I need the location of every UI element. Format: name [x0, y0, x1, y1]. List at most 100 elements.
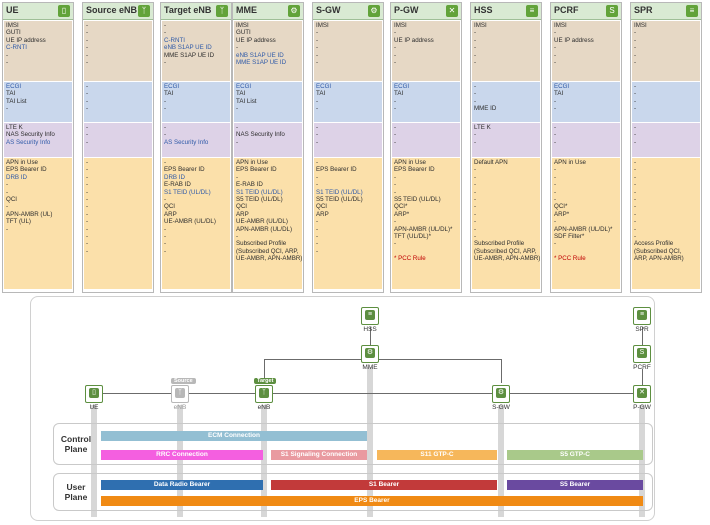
field-value: -	[474, 188, 477, 196]
field-value: E-RAB ID	[236, 181, 263, 189]
sgw-label: S-GW	[492, 404, 510, 411]
ue-node[interactable]: ▯	[85, 385, 103, 403]
field-value: -	[164, 22, 167, 29]
field-value: QCI*	[394, 203, 408, 211]
field-value: -	[634, 124, 637, 131]
column-header: P-GW✕	[391, 3, 461, 20]
field-value: -	[86, 97, 89, 105]
field-value: E-RAB ID	[164, 181, 191, 189]
field-value: -	[164, 97, 167, 105]
field-value: APN-AMBR (UL/DL)*	[554, 225, 613, 233]
field-value: -	[474, 181, 477, 189]
field-value: APN-AMBR (UL/DL)	[236, 225, 293, 233]
field-value: -	[474, 203, 477, 211]
hss-node[interactable]: ≡	[361, 307, 379, 325]
band-lines: LTE K--	[474, 124, 491, 146]
field-value: LTE K	[474, 124, 491, 131]
pcrf-pgw-link	[642, 369, 643, 391]
field-value: -	[86, 181, 89, 189]
field-value: -	[86, 124, 89, 131]
field-value: IMSI	[316, 22, 329, 29]
field-value: -	[634, 29, 637, 37]
band-lines: -NAS Security Info-	[236, 124, 285, 146]
mme-node[interactable]: ⚙	[361, 345, 379, 363]
field-value: (Subscribed QCI, ARP,	[474, 247, 537, 255]
source-enb-pole	[177, 405, 183, 517]
rrc-connection-bar: RRC Connection	[101, 450, 263, 460]
field-value: MME S1AP UE ID	[164, 51, 215, 59]
pgw-node[interactable]: ✕	[633, 385, 651, 403]
band-b3: --AS Security Info	[162, 123, 230, 157]
field-value: -	[6, 181, 9, 189]
field-value: -	[6, 51, 9, 59]
spr-node[interactable]: ≡	[633, 307, 651, 325]
target-enb-node[interactable]: ᛉ	[255, 385, 273, 403]
antenna-icon: ᛉ	[175, 388, 185, 398]
column-header: S-GW⚙	[313, 3, 383, 20]
field-value: -	[634, 166, 637, 174]
field-value: -	[86, 196, 89, 204]
field-value: ECGI	[164, 83, 180, 90]
field-value: ECGI	[6, 83, 22, 90]
field-value: -	[634, 51, 637, 59]
field-value: -	[394, 124, 397, 131]
field-value: -	[316, 218, 319, 226]
target-mme-link	[264, 359, 361, 360]
field-value: -	[164, 59, 167, 67]
field-value: ARP*	[394, 210, 410, 218]
control-plane-box	[53, 423, 653, 465]
band-b2: ----	[84, 82, 152, 122]
band-lines: ---	[554, 124, 556, 146]
sgw-node[interactable]: ⚙	[492, 385, 510, 403]
field-value: -	[164, 225, 167, 233]
column-title: Target eNB	[164, 5, 212, 15]
field-value: -	[474, 97, 477, 105]
field-value: -	[554, 59, 557, 67]
field-value: -	[394, 173, 397, 181]
field-value: -	[86, 22, 89, 29]
band-lines: ----	[86, 83, 88, 113]
field-value: * PCC Rule	[554, 255, 586, 263]
field-value: -	[634, 218, 637, 226]
field-value: TAI	[394, 90, 404, 98]
band-lines: IMSI-UE IP address---	[554, 22, 594, 66]
field-value: -	[634, 90, 637, 98]
phone-icon: ▯	[58, 5, 70, 17]
field-value: -	[554, 138, 557, 146]
pgw-label: P-GW	[633, 404, 651, 411]
source-tag: Source	[171, 378, 196, 384]
field-value: S5 TEID (UL/DL)	[316, 196, 363, 204]
field-value: -	[394, 181, 397, 189]
mme-sgw-down	[501, 359, 502, 383]
field-value: -	[394, 51, 397, 59]
band-lines: APN in Use-----QCI*ARP*-APN-AMBR (UL/DL)…	[554, 159, 612, 263]
source-enb-node[interactable]: ᛉ	[171, 385, 189, 403]
field-value: ARP*	[554, 210, 570, 218]
field-value: -	[474, 131, 477, 139]
sgw-pole	[498, 405, 504, 517]
field-value: -	[634, 203, 637, 211]
s5-bearer-bar: S5 Bearer	[507, 480, 643, 490]
field-value: C-RNTI	[6, 44, 27, 52]
pcrf-node[interactable]: S	[633, 345, 651, 363]
field-value: -	[86, 59, 89, 67]
target-mme-down	[264, 359, 265, 383]
gear-icon: ⚙	[288, 5, 300, 17]
field-value: -	[634, 83, 637, 90]
field-value: MME ID	[474, 105, 497, 113]
field-value: -	[394, 44, 397, 52]
field-value: -	[316, 240, 319, 248]
band-lines: ---	[394, 124, 396, 146]
band-b1: ------	[84, 21, 152, 81]
band-b4: -----------Access Profile(Subscribed QCI…	[632, 158, 700, 289]
field-value: -	[474, 59, 477, 67]
field-value: -	[6, 203, 9, 211]
field-value: TAI	[6, 90, 16, 98]
control-plane-label: Control Plane	[60, 434, 92, 454]
